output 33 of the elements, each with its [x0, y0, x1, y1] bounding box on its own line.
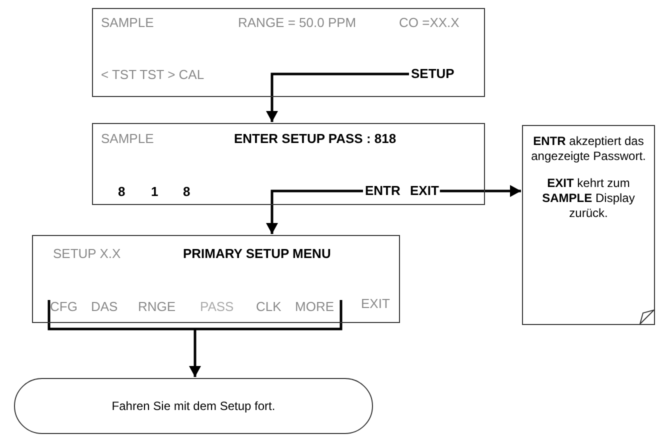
- status-text: SAMPLE: [101, 131, 154, 147]
- step-text: Fahren Sie mit dem Setup fort.: [112, 399, 276, 413]
- key-label: ENTR: [365, 183, 400, 199]
- menu-option: PASS: [200, 299, 234, 315]
- menu-option: CLK: [256, 299, 282, 315]
- note-text: EXIT kehrt zum SAMPLE Display zurück.: [541, 176, 636, 221]
- arrow: [266, 190, 363, 234]
- arrow: [48, 298, 342, 378]
- display-screen: [92, 8, 485, 97]
- menu-option: RNGE: [138, 299, 176, 315]
- prompt-text: ENTER SETUP PASS : 818: [234, 131, 396, 147]
- menu-option: MORE: [295, 299, 334, 315]
- concentration-readout: CO =XX.X: [399, 15, 460, 31]
- menu-keys-text: < TST TST > CAL: [101, 67, 204, 83]
- menu-option: CFG: [50, 299, 78, 315]
- status-text: SETUP X.X: [53, 246, 121, 262]
- password-digit: 1: [151, 184, 158, 200]
- status-text: SAMPLE: [101, 15, 154, 31]
- note-box: [522, 125, 655, 325]
- terminal-shape: [14, 378, 373, 434]
- menu-title: PRIMARY SETUP MENU: [183, 246, 331, 262]
- range-readout: RANGE = 50.0 PPM: [238, 15, 356, 31]
- arrow: [440, 185, 521, 197]
- password-digit: 8: [183, 184, 190, 200]
- note-text: ENTR akzeptiert das angezeigte Passwort.: [530, 134, 647, 164]
- password-digit: 8: [118, 184, 126, 200]
- menu-option: DAS: [91, 299, 118, 315]
- display-screen: [32, 235, 400, 323]
- display-screen: [92, 123, 485, 205]
- key-label: SETUP: [411, 66, 454, 82]
- key-label: EXIT: [410, 183, 439, 199]
- key-label: EXIT: [361, 296, 390, 312]
- arrow: [266, 72, 409, 122]
